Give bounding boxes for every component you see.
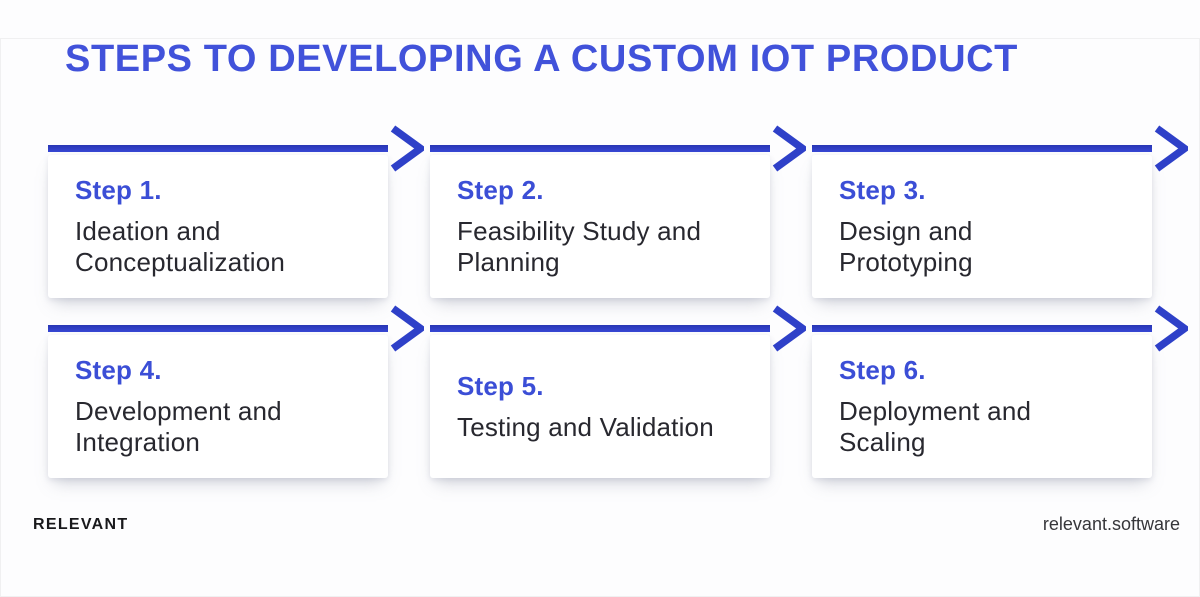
arrow-head-icon bbox=[390, 305, 424, 352]
step-label: Step 4. bbox=[75, 355, 162, 386]
step-description: Deployment and Scaling bbox=[839, 396, 1032, 457]
page-title: STEPS TO DEVELOPING A CUSTOM IOT PRODUCT bbox=[65, 38, 1018, 80]
step-label: Step 6. bbox=[839, 355, 926, 386]
step-arrow bbox=[48, 122, 424, 172]
step-card: Step 3. Design and Prototyping bbox=[812, 155, 1152, 298]
brand-logo: RELEVANT bbox=[33, 515, 129, 533]
step-card: Step 2. Feasibility Study and Planning bbox=[430, 155, 770, 298]
arrow-head-icon bbox=[1154, 125, 1188, 172]
step-description: Ideation and Conceptualization bbox=[75, 216, 286, 277]
arrow-bar bbox=[48, 325, 388, 332]
step-cell-5: Step 5. Testing and Validation bbox=[430, 302, 806, 478]
arrow-bar bbox=[812, 145, 1152, 152]
step-label: Step 3. bbox=[839, 175, 926, 206]
step-arrow bbox=[812, 122, 1188, 172]
step-cell-4: Step 4. Development and Integration bbox=[48, 302, 424, 478]
step-cell-1: Step 1. Ideation and Conceptualization bbox=[48, 122, 424, 298]
step-cell-6: Step 6. Deployment and Scaling bbox=[812, 302, 1188, 478]
step-label: Step 2. bbox=[457, 175, 544, 206]
step-card: Step 5. Testing and Validation bbox=[430, 335, 770, 478]
footer: RELEVANT relevant.software bbox=[0, 514, 1200, 535]
arrow-bar bbox=[48, 145, 388, 152]
step-card: Step 1. Ideation and Conceptualization bbox=[48, 155, 388, 298]
arrow-head-icon bbox=[772, 125, 806, 172]
step-arrow bbox=[48, 302, 424, 352]
step-card: Step 6. Deployment and Scaling bbox=[812, 335, 1152, 478]
steps-grid: Step 1. Ideation and Conceptualization S… bbox=[48, 122, 1188, 478]
step-description: Development and Integration bbox=[75, 396, 282, 457]
step-label: Step 5. bbox=[457, 370, 544, 401]
step-label: Step 1. bbox=[75, 175, 162, 206]
step-cell-2: Step 2. Feasibility Study and Planning bbox=[430, 122, 806, 298]
step-arrow bbox=[430, 302, 806, 352]
step-description: Design and Prototyping bbox=[839, 216, 973, 277]
arrow-bar bbox=[812, 325, 1152, 332]
arrow-bar bbox=[430, 145, 770, 152]
arrow-head-icon bbox=[390, 125, 424, 172]
step-description: Testing and Validation bbox=[457, 411, 714, 442]
website-text: relevant.software bbox=[1042, 514, 1180, 534]
step-description: Feasibility Study and Planning bbox=[457, 216, 702, 277]
arrow-bar bbox=[430, 325, 770, 332]
step-card: Step 4. Development and Integration bbox=[48, 335, 388, 478]
step-arrow bbox=[812, 302, 1188, 352]
arrow-head-icon bbox=[772, 305, 806, 352]
step-cell-3: Step 3. Design and Prototyping bbox=[812, 122, 1188, 298]
arrow-head-icon bbox=[1154, 305, 1188, 352]
step-arrow bbox=[430, 122, 806, 172]
